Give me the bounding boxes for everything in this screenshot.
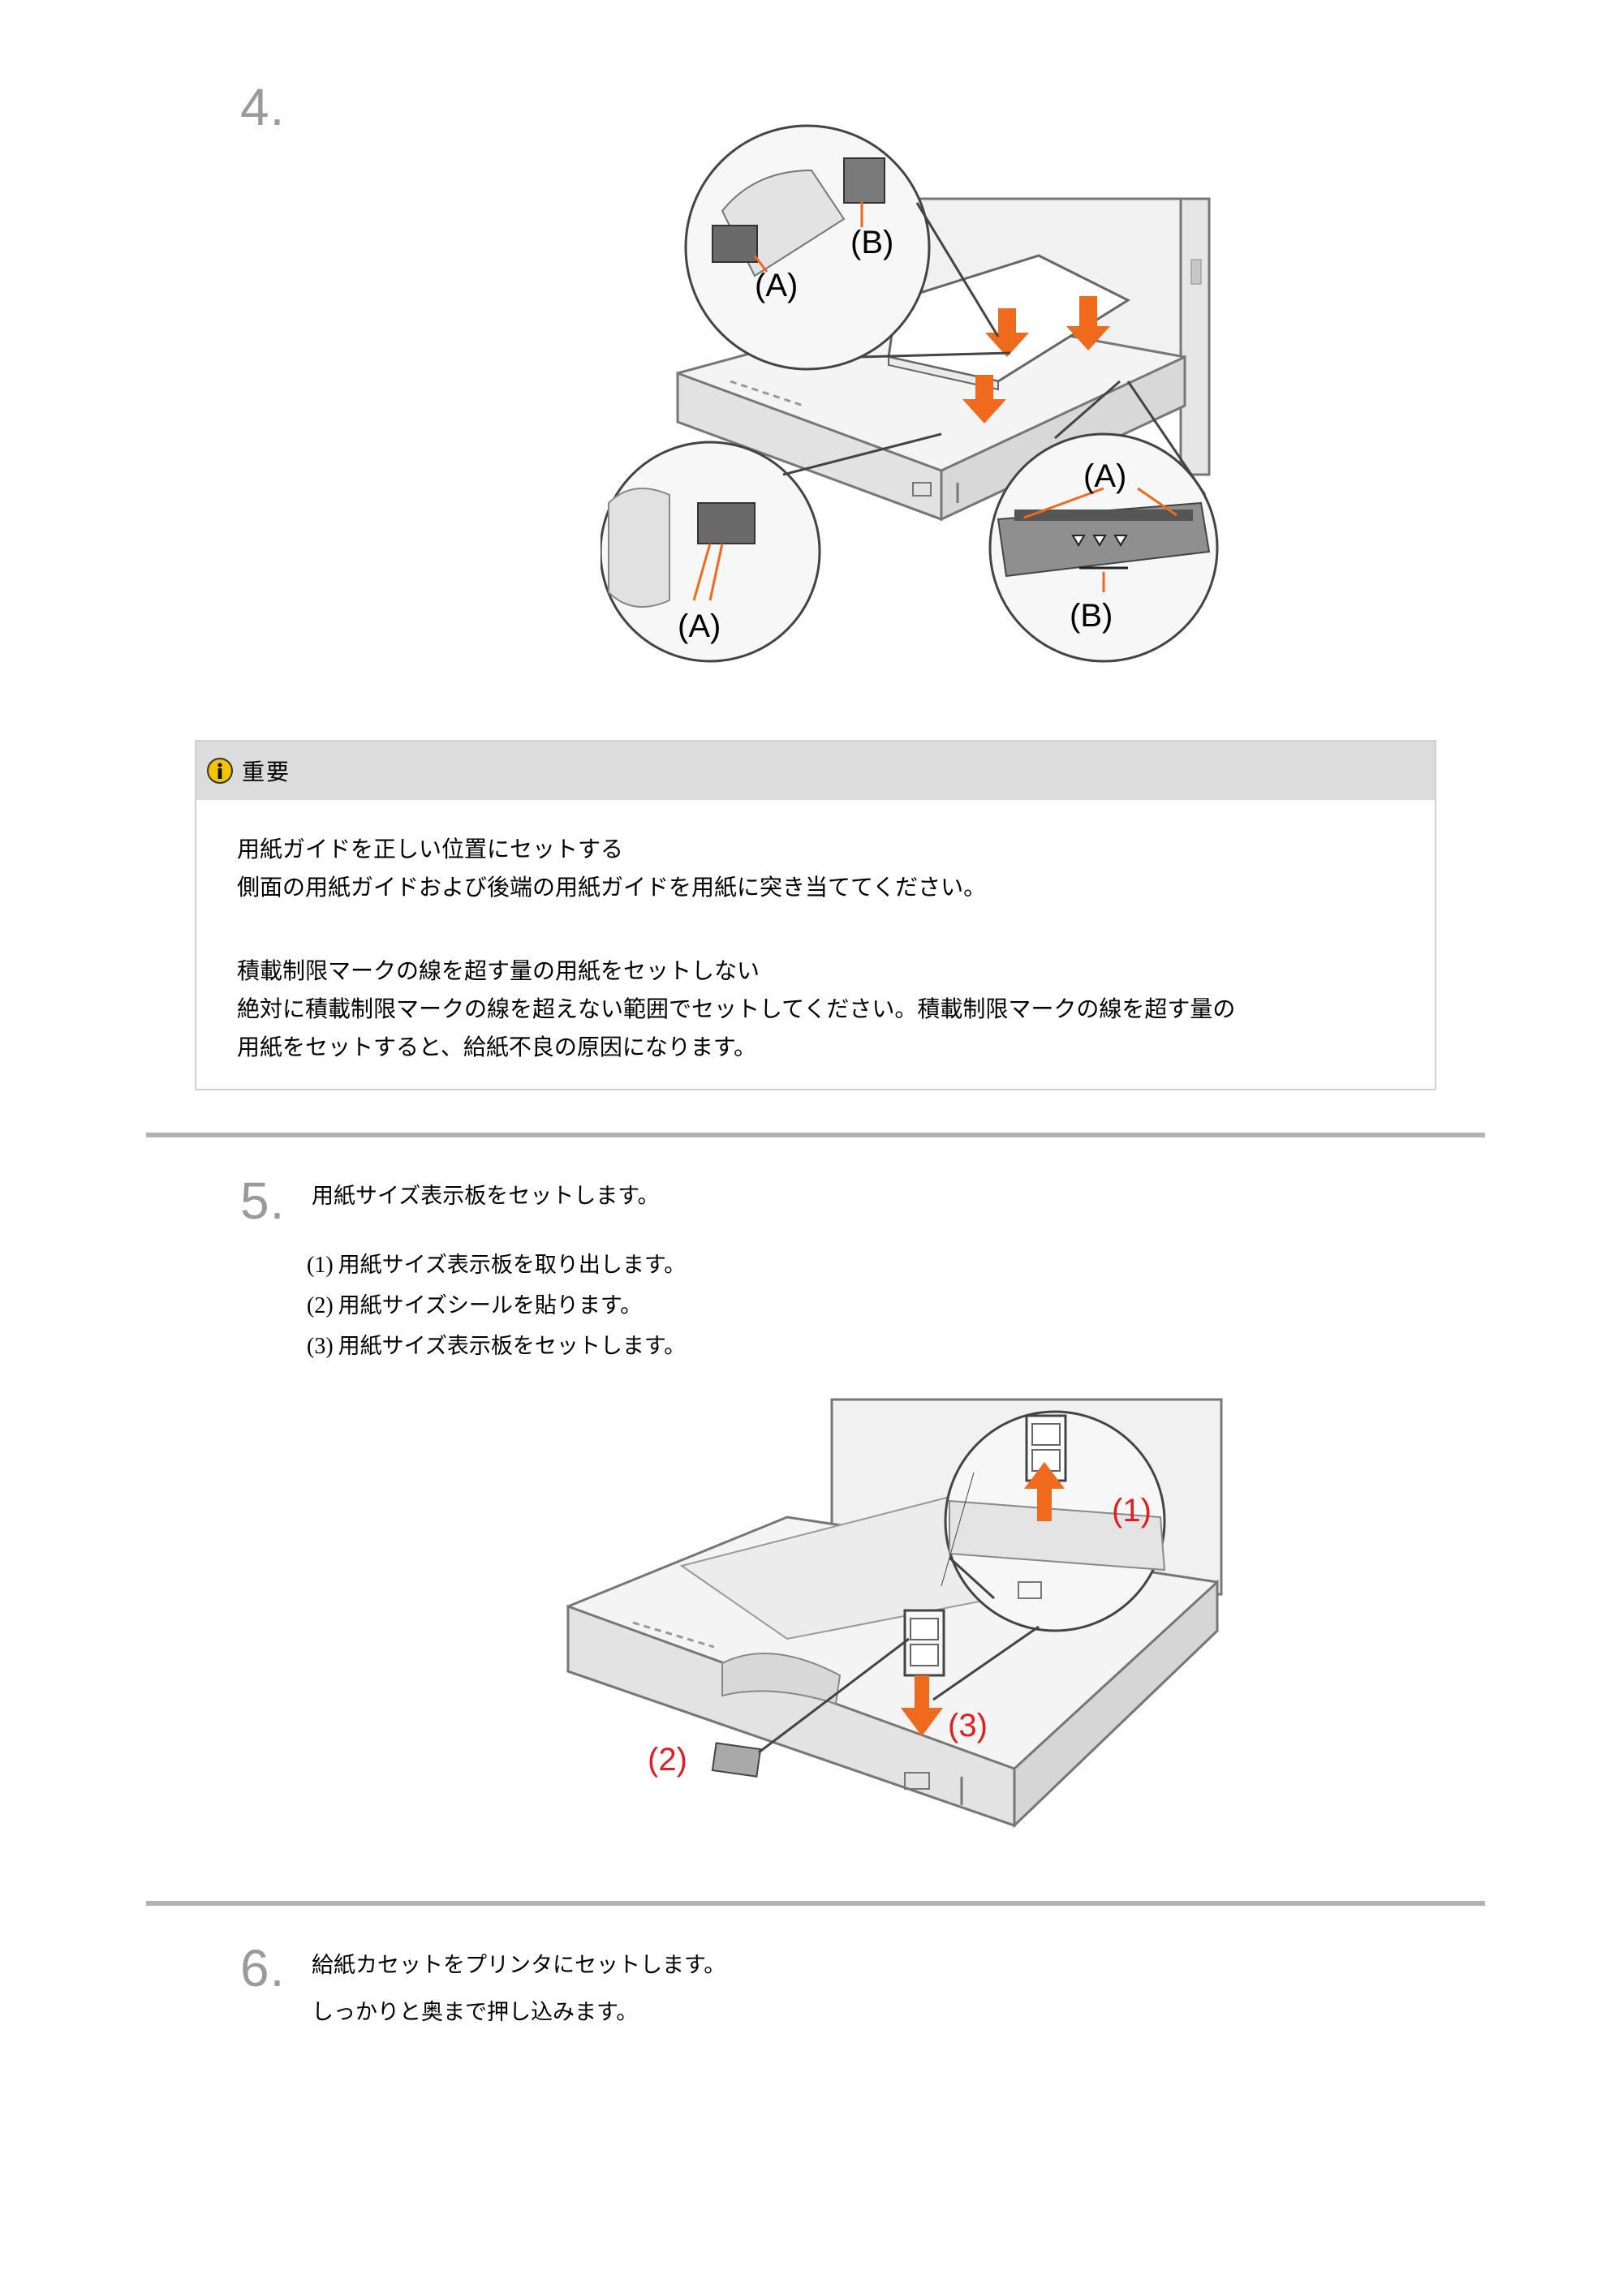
step-5-number: 5. — [240, 1172, 286, 1230]
step-4-number: 4. — [240, 78, 286, 136]
important-text-2b: 用紙をセットすると、給紙不良の原因になります。 — [237, 1034, 757, 1060]
label-2: (2) — [648, 1742, 687, 1778]
important-heading-1: 用紙ガイドを正しい位置にセットする — [237, 836, 624, 862]
step-5-title: 用紙サイズ表示板をセットします。 — [312, 1184, 660, 1209]
info-icon — [207, 758, 233, 784]
section-divider-1 — [146, 1133, 1485, 1137]
label-3: (3) — [948, 1708, 988, 1743]
item-3-number: (3) — [307, 1334, 334, 1359]
label-top-A: (A) — [755, 268, 798, 303]
important-heading-2: 積載制限マークの線を超す量の用紙をセットしない — [237, 957, 760, 984]
label-right-B: (B) — [1070, 598, 1113, 634]
item-2-number: (2) — [307, 1293, 334, 1318]
label-bottom-A: (A) — [678, 608, 721, 644]
step-4-illustration: (A) (B) (A) (A) (B) — [601, 114, 1266, 681]
item-1-text: 用紙サイズ表示板を取り出します。 — [338, 1253, 687, 1278]
step-6-number: 6. — [240, 1939, 286, 1997]
step-5-item-2: (2)用紙サイズシールを貼ります。 — [307, 1288, 642, 1319]
step-5-item-1: (1)用紙サイズ表示板を取り出します。 — [307, 1247, 686, 1279]
label-right-A: (A) — [1083, 458, 1126, 494]
section-divider-2 — [146, 1901, 1485, 1906]
important-note-box: 重要 用紙ガイドを正しい位置にセットする 側面の用紙ガイドおよび後端の用紙ガイド… — [195, 740, 1436, 1090]
label-1: (1) — [1112, 1493, 1152, 1529]
important-text-1: 側面の用紙ガイドおよび後端の用紙ガイドを用紙に突き当ててください。 — [237, 874, 987, 901]
important-header: 重要 — [196, 742, 1435, 800]
step-5-item-3: (3)用紙サイズ表示板をセットします。 — [307, 1328, 686, 1360]
important-text-2a: 絶対に積載制限マークの線を超えない範囲でセットしてください。積載制限マークの線を… — [237, 995, 1236, 1022]
item-3-text: 用紙サイズ表示板をセットします。 — [338, 1334, 687, 1359]
step-6-title: 給紙カセットをプリンタにセットします。 — [312, 1953, 726, 1978]
item-1-number: (1) — [307, 1253, 334, 1278]
step-5-illustration: (2) (3) (1) — [560, 1395, 1233, 1850]
item-2-text: 用紙サイズシールを貼ります。 — [338, 1293, 643, 1318]
step-6-text: しっかりと奥まで押し込みます。 — [312, 2000, 639, 2025]
important-title: 重要 — [242, 759, 291, 785]
label-top-B: (B) — [850, 225, 893, 260]
